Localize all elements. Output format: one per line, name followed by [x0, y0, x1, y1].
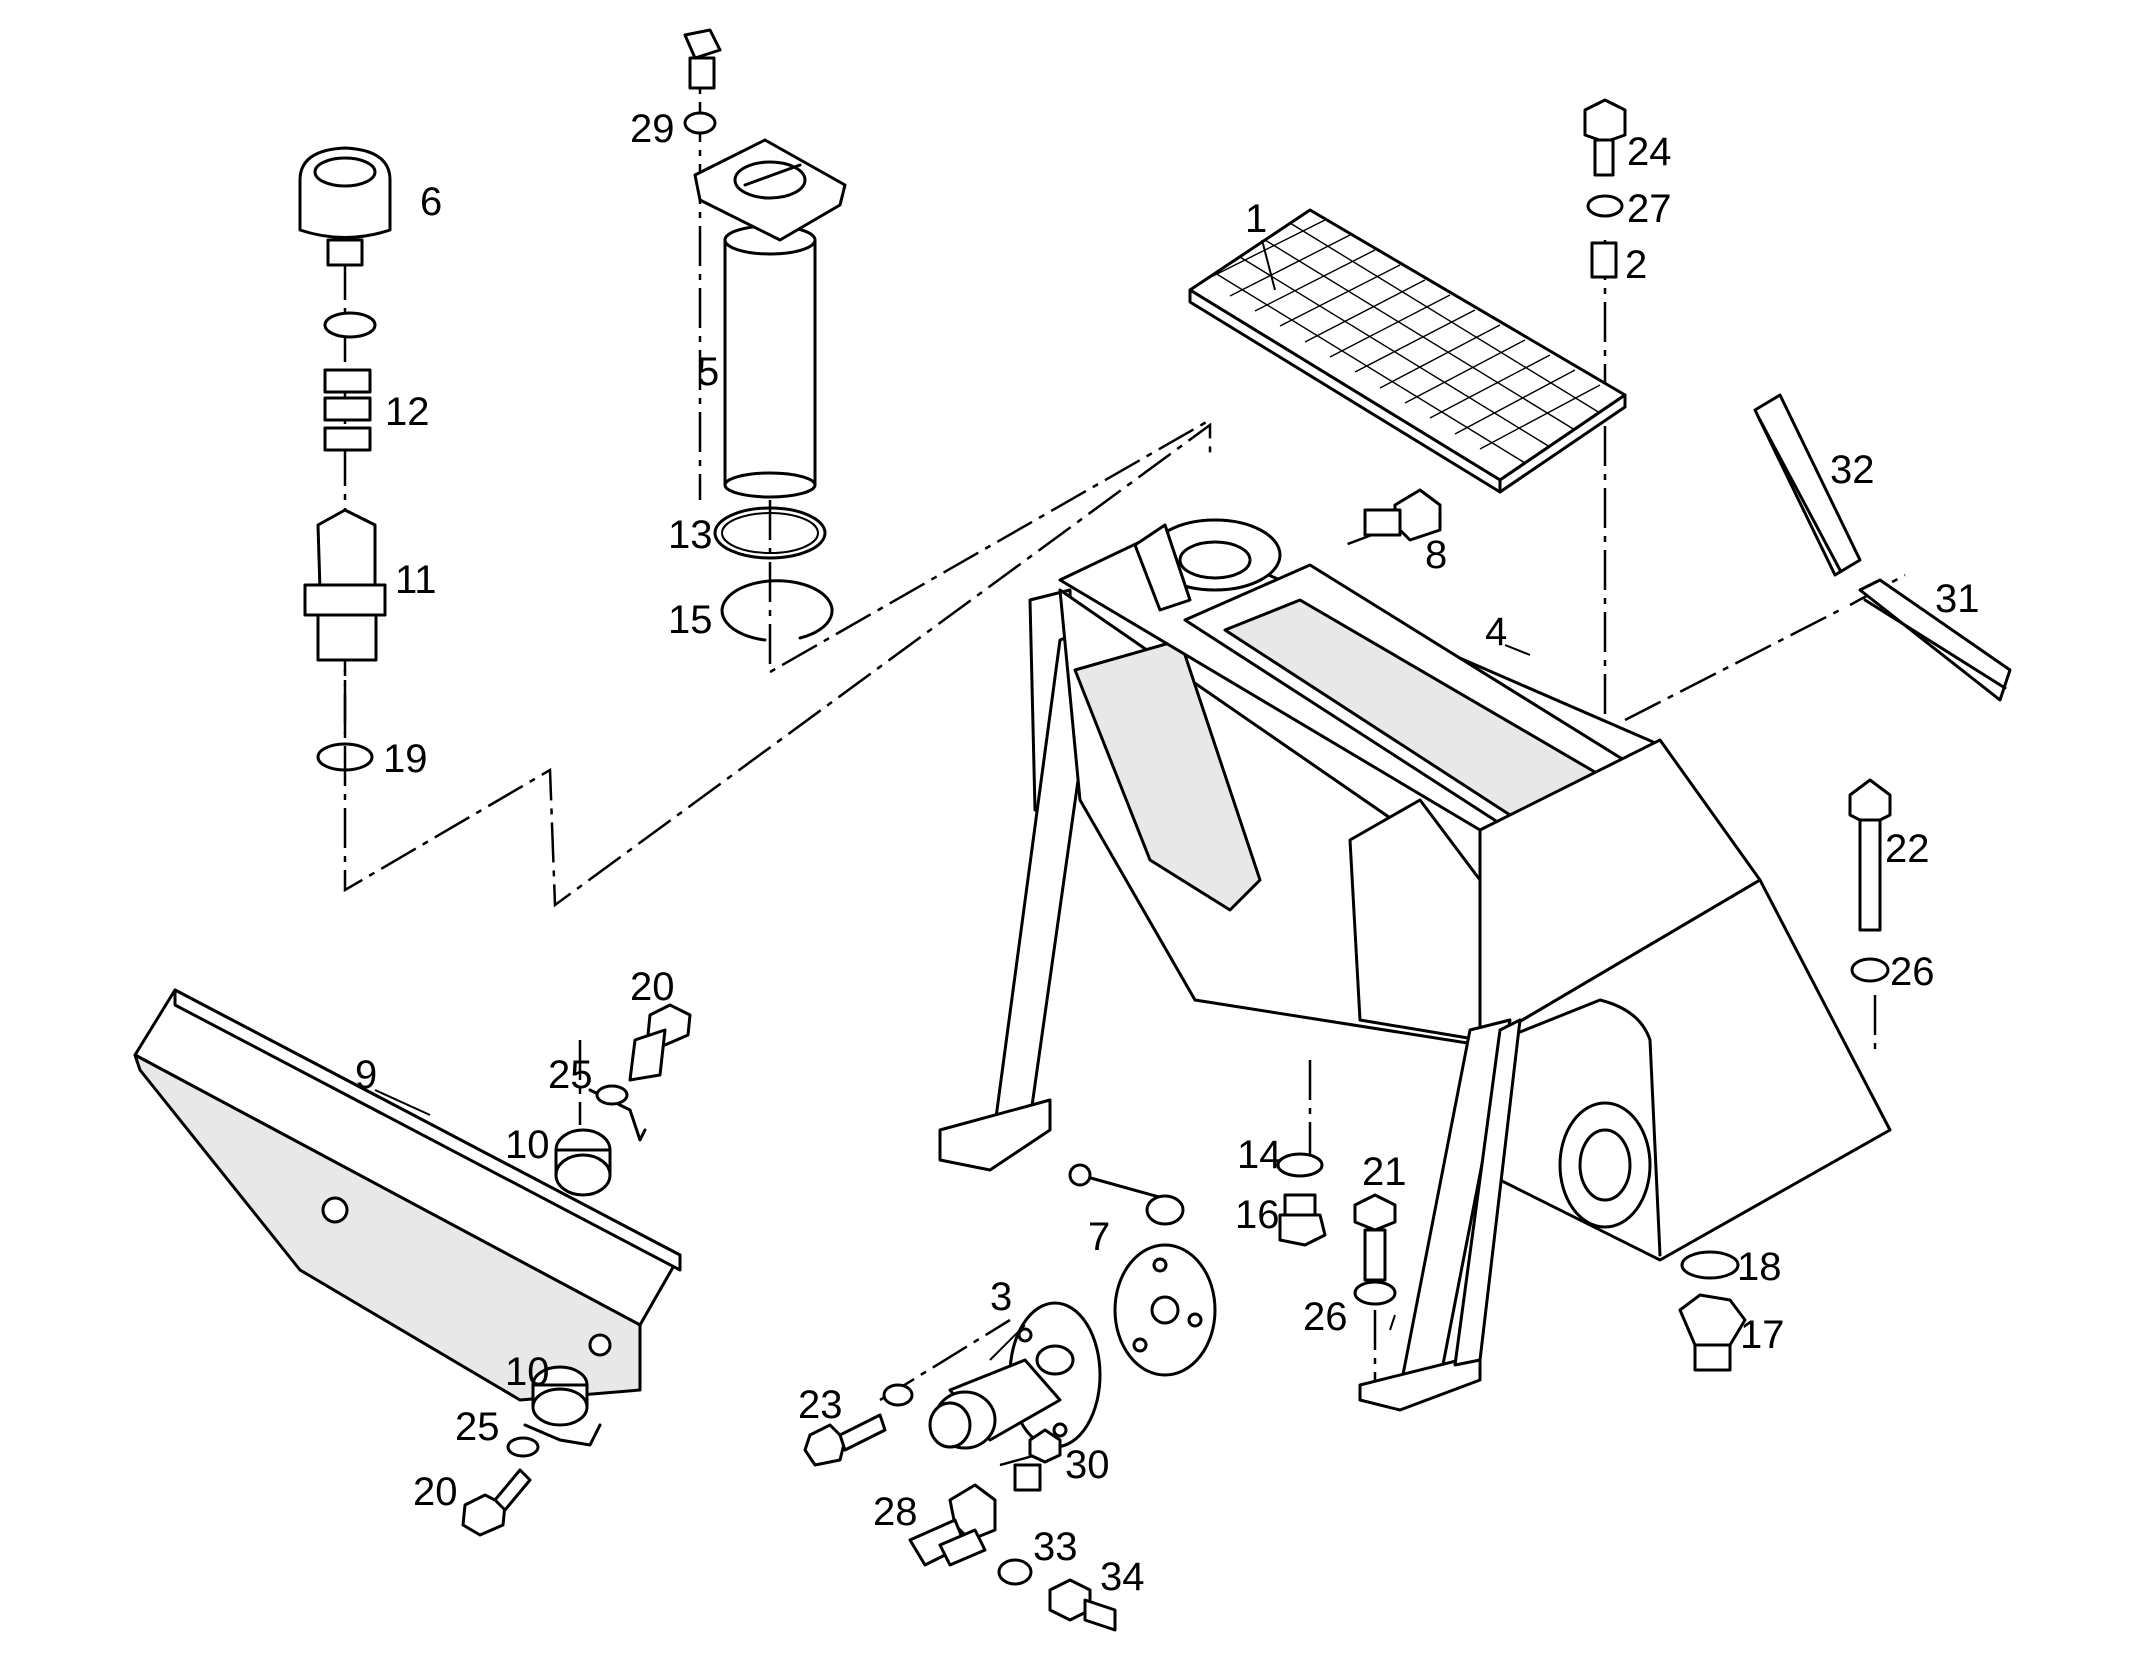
label-10-upper: 10 — [505, 1123, 550, 1167]
bolt-20-upper — [628, 1003, 692, 1082]
label-12: 12 — [385, 390, 430, 434]
plug-8 — [1363, 488, 1442, 542]
washer-stack-12 — [323, 368, 372, 452]
label-10-lower: 10 — [505, 1350, 550, 1394]
label-31: 31 — [1935, 577, 1980, 621]
bolt-21 — [1353, 1193, 1397, 1306]
label-4: 4 — [1485, 610, 1507, 654]
o-ring-19 — [316, 742, 374, 772]
tank-body — [938, 518, 1892, 1412]
label-5: 5 — [697, 350, 719, 394]
breather-cap — [298, 146, 392, 267]
label-17: 17 — [1740, 1313, 1785, 1357]
label-20-lower: 20 — [413, 1470, 458, 1514]
label-18: 18 — [1737, 1245, 1782, 1289]
callout-labels: 1 2 3 4 5 6 7 8 9 10 10 11 12 13 14 15 1… — [355, 107, 1980, 1599]
label-32: 32 — [1830, 448, 1875, 492]
label-24: 24 — [1627, 130, 1672, 174]
label-11: 11 — [395, 558, 437, 602]
label-27: 27 — [1627, 187, 1672, 231]
label-13: 13 — [668, 513, 713, 557]
bolt-23 — [803, 1383, 914, 1467]
label-1: 1 — [1245, 197, 1267, 241]
label-34: 34 — [1100, 1555, 1145, 1599]
label-28: 28 — [873, 1490, 918, 1534]
o-ring-13-inner — [721, 512, 819, 554]
sensor-28 — [908, 1483, 997, 1567]
label-26-right: 26 — [1890, 950, 1935, 994]
fitting-11 — [303, 508, 387, 662]
drain-plug-17 — [1678, 1250, 1747, 1372]
fitting-30 — [1013, 1428, 1062, 1492]
label-8: 8 — [1425, 533, 1447, 577]
label-25-lower: 25 — [455, 1405, 500, 1449]
label-14: 14 — [1237, 1133, 1282, 1177]
label-3: 3 — [990, 1275, 1012, 1319]
washer-33 — [997, 1558, 1033, 1586]
rubber-strip-31 — [1858, 578, 2012, 702]
filter-10-lower — [531, 1365, 589, 1427]
grid-cover — [1188, 208, 1627, 494]
bracket-25-upper — [588, 1084, 647, 1142]
label-7: 7 — [1088, 1215, 1110, 1259]
snap-ring-15 — [720, 579, 834, 642]
label-15: 15 — [668, 598, 713, 642]
label-25-upper: 25 — [548, 1053, 593, 1097]
label-21: 21 — [1362, 1150, 1407, 1194]
leader-lines — [374, 239, 1531, 1361]
label-20-upper: 20 — [630, 965, 675, 1009]
filter-element — [693, 138, 847, 499]
valve-7 — [1068, 1163, 1217, 1377]
bracket-25-lower — [506, 1423, 602, 1458]
bolt-20-lower — [461, 1468, 532, 1537]
label-22: 22 — [1885, 827, 1930, 871]
filter-housing — [133, 988, 682, 1402]
label-2: 2 — [1625, 243, 1647, 287]
label-9: 9 — [355, 1053, 377, 1097]
label-6: 6 — [420, 180, 442, 224]
label-30: 30 — [1065, 1443, 1110, 1487]
bolt-24 — [1583, 98, 1627, 279]
label-33: 33 — [1033, 1525, 1078, 1569]
bolt-22 — [1848, 778, 1892, 983]
bolt-29 — [683, 28, 722, 135]
label-19: 19 — [383, 737, 428, 781]
rubber-strip-32 — [1753, 393, 1862, 577]
filter-10-upper — [554, 1128, 612, 1197]
plug-16 — [1276, 1152, 1327, 1247]
sensor-34 — [1048, 1578, 1117, 1632]
washer — [323, 311, 377, 339]
flange-3 — [928, 1301, 1102, 1450]
o-ring-13 — [713, 506, 827, 560]
label-26-lower: 26 — [1303, 1295, 1348, 1339]
label-29: 29 — [630, 107, 675, 151]
label-23: 23 — [798, 1383, 843, 1427]
label-16: 16 — [1235, 1193, 1280, 1237]
